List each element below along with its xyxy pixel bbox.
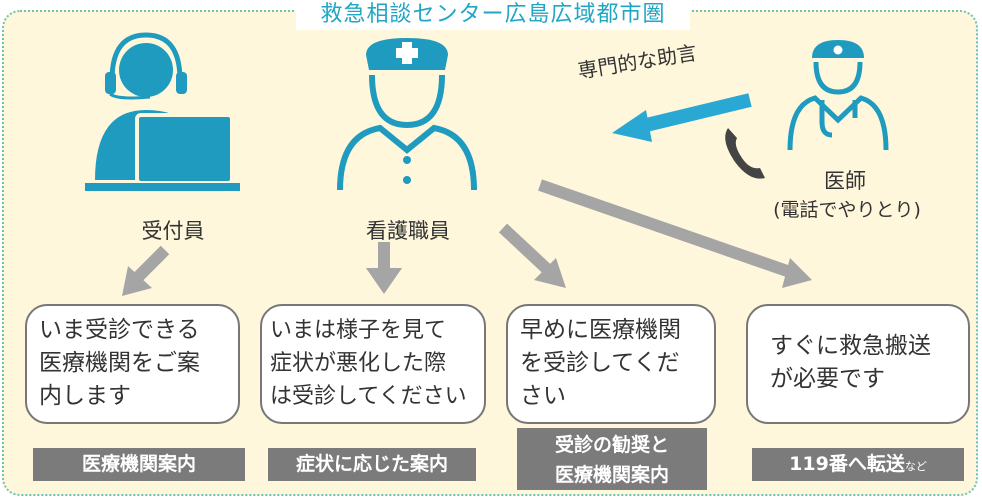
advice-arrow bbox=[612, 93, 752, 142]
outcome-box-4: すぐに救急搬送 が必要です bbox=[746, 304, 970, 424]
phone-icon bbox=[725, 128, 765, 179]
outcome-box-2: いまは様子を見て 症状が悪化した際 は受診してください bbox=[260, 304, 486, 424]
tag-recommend-visit-line2: 医療機関案内 bbox=[554, 464, 669, 486]
doctor-note: (電話でやりとり) bbox=[773, 199, 921, 221]
nurse-icon bbox=[337, 38, 477, 191]
doctor-label: 医師 bbox=[824, 169, 866, 193]
receptionist-label: 受付員 bbox=[141, 219, 205, 243]
tag-transfer-119-suffix: など bbox=[904, 460, 927, 473]
doctor-icon bbox=[787, 40, 889, 151]
tag-symptom-guide: 症状に応じた案内 bbox=[268, 448, 476, 481]
outcome-box-3: 早めに医療機関 を受診してくだ さい bbox=[506, 304, 716, 424]
nurse-label: 看護職員 bbox=[366, 219, 450, 243]
tag-medical-institution-guide: 医療機関案内 bbox=[33, 448, 245, 481]
page-title: 救急相談センター広島広域都市圏 bbox=[296, 0, 690, 30]
tag-recommend-visit: 受診の勧奨と 医療機関案内 bbox=[517, 428, 707, 490]
receptionist-icon bbox=[85, 32, 240, 191]
tag-transfer-119: 119番へ転送など bbox=[752, 448, 964, 481]
outcome-box-1: いま受診できる 医療機関をご案 内します bbox=[25, 304, 240, 424]
flow-arrows bbox=[122, 179, 812, 296]
tag-transfer-119-text: 119番へ転送 bbox=[789, 453, 905, 475]
tag-recommend-visit-line1: 受診の勧奨と bbox=[554, 434, 669, 456]
